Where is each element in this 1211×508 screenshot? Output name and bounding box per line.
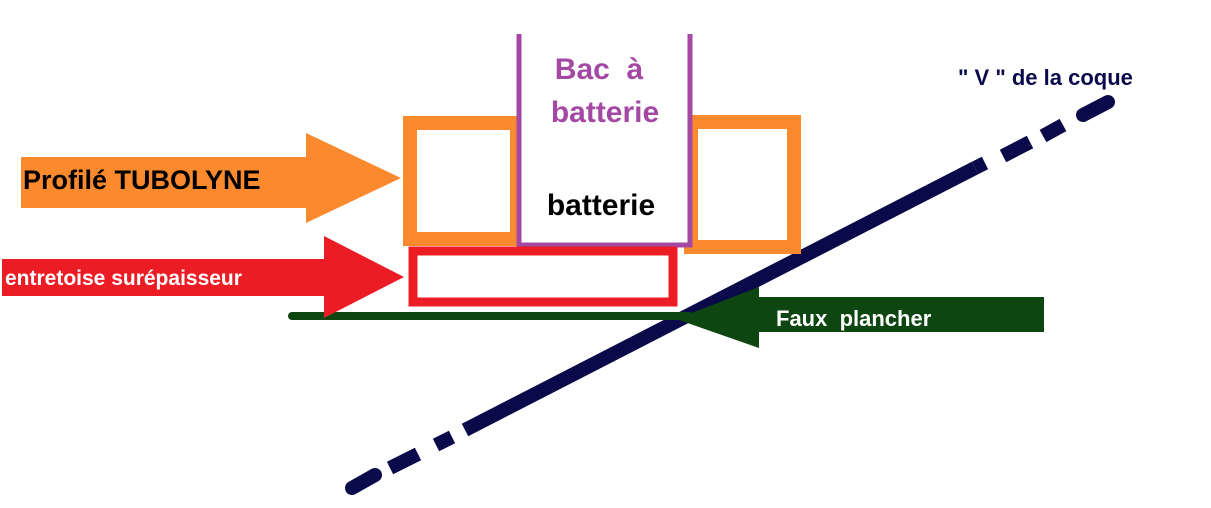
hull-dash [1076,95,1115,122]
profile-square-left [403,116,524,246]
false-floor-label: Faux plancher [776,306,932,331]
hull-dash [971,156,989,175]
profile-label: Profilé TUBOLYNE [23,165,261,195]
spacer-label: entretoise surépaisseur [5,267,242,290]
tray-label-line2: batterie [551,96,659,129]
hull-solid-segment [461,161,979,437]
hull-dash [345,468,382,495]
spacer-arrow [2,236,404,318]
profile-arrow [21,133,401,223]
false-floor-arrow [676,287,1044,348]
hull-label: " V " de la coque [958,65,1133,90]
hull-dash [432,430,456,452]
tray-label-line1: Bac à [555,53,644,86]
profile-square-right [684,115,801,254]
hull-dash [999,135,1034,163]
spacer-bar [408,246,678,307]
battery-label: batterie [547,189,655,222]
hull-dash [1039,118,1067,143]
hull-dash [386,447,422,475]
hull-v-line [345,95,1115,495]
battery-tray [516,34,693,248]
